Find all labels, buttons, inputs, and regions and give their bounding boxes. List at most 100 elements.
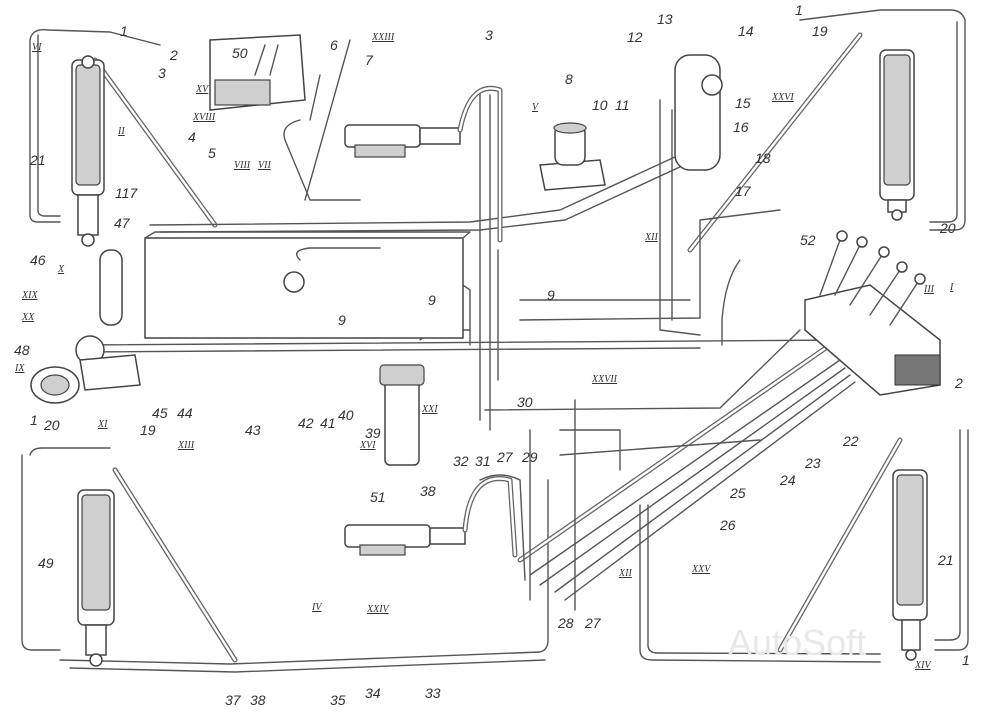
label-49: 49: [38, 555, 54, 571]
label-46: 46: [30, 252, 46, 268]
label-34: 34: [365, 685, 381, 701]
label-7: 7: [365, 52, 374, 68]
callout-III: III: [923, 284, 935, 295]
coupling-cluster: [30, 335, 141, 404]
callout-XXVII: XXVII: [591, 374, 618, 385]
label-11: 11: [615, 97, 630, 113]
main-lines: [79, 39, 851, 611]
callout-IV: IV: [311, 602, 323, 613]
callout-XVI: XVI: [359, 440, 376, 451]
label-27: 27: [584, 615, 602, 631]
label-17: 17: [735, 183, 752, 199]
label-42: 42: [298, 415, 314, 431]
label-28: 28: [557, 615, 574, 631]
valve-8: [539, 122, 606, 191]
callout-XIII: XIII: [177, 440, 195, 451]
label-24: 24: [779, 472, 796, 488]
label-2: 2: [169, 47, 178, 63]
label-21: 21: [29, 152, 46, 168]
label-19: 19: [812, 23, 828, 39]
callout-XXIV: XXIV: [366, 604, 391, 615]
label-23: 23: [804, 455, 821, 471]
label-21: 21: [937, 552, 954, 568]
callout-XXIII: XXIII: [371, 32, 395, 43]
callout-X: X: [57, 264, 65, 275]
label-47: 47: [114, 215, 131, 231]
label-2: 2: [954, 375, 963, 391]
callout-II: II: [117, 126, 125, 137]
cylinder-top-right: [879, 49, 915, 221]
label-50: 50: [232, 45, 248, 61]
label-15: 15: [735, 95, 751, 111]
label-19: 19: [140, 422, 156, 438]
label-26: 26: [719, 517, 736, 533]
callout-I: I: [949, 282, 954, 293]
label-1: 1: [962, 652, 970, 668]
label-52: 52: [800, 232, 816, 248]
label-10: 10: [592, 97, 608, 113]
label-20: 20: [939, 220, 956, 236]
label-3: 3: [485, 27, 493, 43]
cylinder-top-left: [71, 55, 105, 247]
label-14: 14: [738, 23, 754, 39]
label-37: 37: [225, 692, 242, 708]
callout-XXI: XXI: [421, 404, 438, 415]
piping: [21, 9, 969, 673]
callout-VI: VI: [32, 42, 42, 53]
label-1: 1: [120, 23, 128, 39]
label-9: 9: [547, 287, 555, 303]
label-6: 6: [330, 37, 338, 53]
label-20: 20: [43, 417, 60, 433]
label-39: 39: [365, 425, 381, 441]
label-45: 45: [152, 405, 168, 421]
label-9: 9: [428, 292, 436, 308]
label-13: 13: [657, 11, 673, 27]
callout-XII: XII: [644, 232, 658, 243]
label-1: 1: [30, 412, 38, 428]
cylinder-bottom-left: [77, 489, 115, 667]
label-27: 27: [496, 449, 514, 465]
lower-cylinder: [344, 476, 518, 558]
callout-XIV: XIV: [914, 660, 932, 671]
label-12: 12: [627, 29, 643, 45]
label-30: 30: [517, 394, 533, 410]
label-38: 38: [420, 483, 436, 499]
label-43: 43: [245, 422, 261, 438]
label-40: 40: [338, 407, 354, 423]
callout-V: V: [532, 102, 540, 113]
label-38: 38: [250, 692, 266, 708]
cylinder-bottom-right: [892, 469, 928, 661]
label-51: 51: [370, 489, 386, 505]
callout-XV: XV: [195, 84, 210, 95]
label-9: 9: [338, 312, 346, 328]
callout-XXVI: XXVI: [771, 92, 794, 103]
label-25: 25: [729, 485, 746, 501]
watermark: AutoSoft: [728, 622, 866, 663]
callout-IX: IX: [14, 363, 25, 374]
label-8: 8: [565, 71, 573, 87]
callout-XX: XX: [21, 312, 35, 323]
label-18: 18: [755, 150, 771, 166]
label-29: 29: [521, 449, 538, 465]
callout-XVIII: XVIII: [192, 112, 216, 123]
part-labels: 1 1 1 1 2 2 3 3 4 5 6 7 8 9 9 9 10 11 12…: [14, 2, 970, 708]
filter: [379, 364, 425, 466]
callout-XIX: XIX: [21, 290, 38, 301]
callout-XI: XI: [97, 419, 108, 430]
callout-VII: VII: [258, 160, 271, 171]
label-3: 3: [158, 65, 166, 81]
label-33: 33: [425, 685, 441, 701]
label-35: 35: [330, 692, 346, 708]
section-callouts: I II III IV V VI VII VIII IX X XI XII XI…: [14, 32, 954, 671]
tank: [99, 231, 471, 339]
hoses: [92, 32, 903, 663]
upper-cylinder: [344, 86, 503, 243]
accumulator: [674, 54, 723, 171]
label-22: 22: [842, 433, 859, 449]
label-31: 31: [475, 453, 491, 469]
label-4: 4: [188, 129, 196, 145]
label-1: 1: [795, 2, 803, 18]
label-32: 32: [453, 453, 469, 469]
label-16: 16: [733, 119, 749, 135]
